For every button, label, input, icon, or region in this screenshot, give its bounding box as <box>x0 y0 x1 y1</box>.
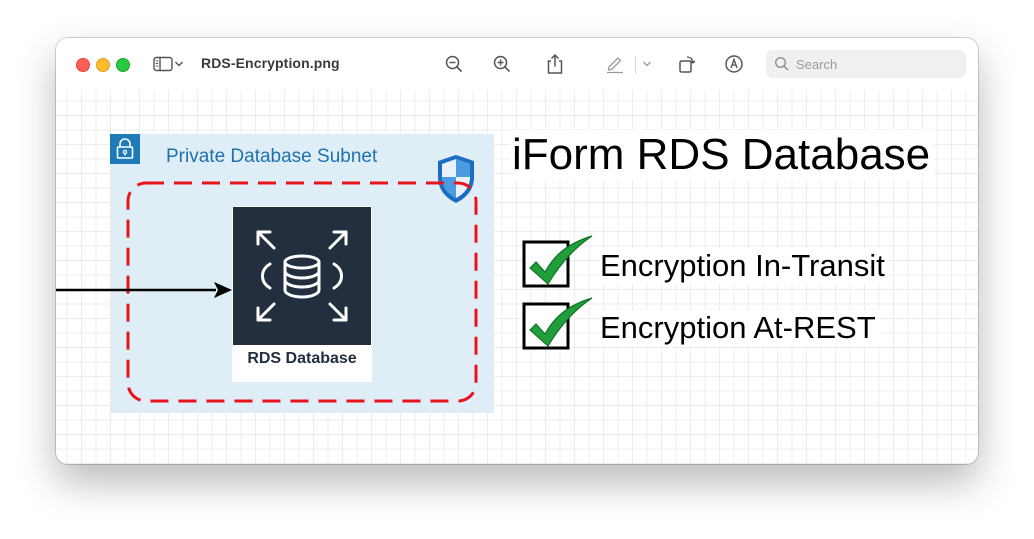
close-window-button[interactable] <box>76 58 90 72</box>
check-item-in-transit: Encryption In-Transit <box>522 235 889 292</box>
lock-icon <box>110 134 140 164</box>
diagram-heading: iForm RDS Database <box>510 130 935 180</box>
zoom-in-icon <box>493 55 511 73</box>
rds-database-icon <box>233 207 371 345</box>
rotate-button[interactable] <box>675 52 699 76</box>
maximize-window-button[interactable] <box>116 58 130 72</box>
chevron-down-icon <box>643 61 651 67</box>
markup-pen-icon <box>607 57 623 74</box>
zoom-in-button[interactable] <box>490 52 514 76</box>
search-field[interactable] <box>766 50 966 78</box>
sidebar-icon <box>153 56 173 72</box>
sidebar-menu-button[interactable] <box>172 52 186 76</box>
markup-button[interactable] <box>603 52 627 76</box>
checkbox-checked-icon <box>522 297 593 354</box>
rds-database-node: RDS Database <box>232 206 372 382</box>
search-icon <box>774 56 789 71</box>
preview-window: RDS-Encryption.png <box>56 38 978 464</box>
toolbar-divider <box>635 56 636 74</box>
minimize-window-button[interactable] <box>96 58 110 72</box>
window-title: RDS-Encryption.png <box>201 55 340 71</box>
rotate-icon <box>679 56 696 73</box>
connection-arrow <box>56 282 232 298</box>
zoom-out-button[interactable] <box>442 52 466 76</box>
checkbox-checked-icon <box>522 235 593 292</box>
check-label: Encryption At-REST <box>600 310 880 346</box>
shield-icon <box>434 153 478 210</box>
check-label: Encryption In-Transit <box>600 248 889 284</box>
annotate-button[interactable] <box>722 52 746 76</box>
image-canvas: Private Database Subnet <box>56 90 978 464</box>
share-button[interactable] <box>543 52 567 76</box>
security-group-boundary <box>126 181 478 403</box>
share-icon <box>547 53 563 74</box>
search-input[interactable] <box>794 55 958 73</box>
subnet-label: Private Database Subnet <box>166 146 378 167</box>
annotate-icon <box>725 55 743 73</box>
markup-menu-button[interactable] <box>640 52 654 76</box>
chevron-down-icon <box>175 61 183 67</box>
toolbar: RDS-Encryption.png <box>56 38 978 90</box>
check-item-at-rest: Encryption At-REST <box>522 297 880 354</box>
rds-database-label: RDS Database <box>247 350 357 367</box>
sidebar-toggle-button[interactable] <box>151 52 175 76</box>
zoom-out-icon <box>445 55 463 73</box>
